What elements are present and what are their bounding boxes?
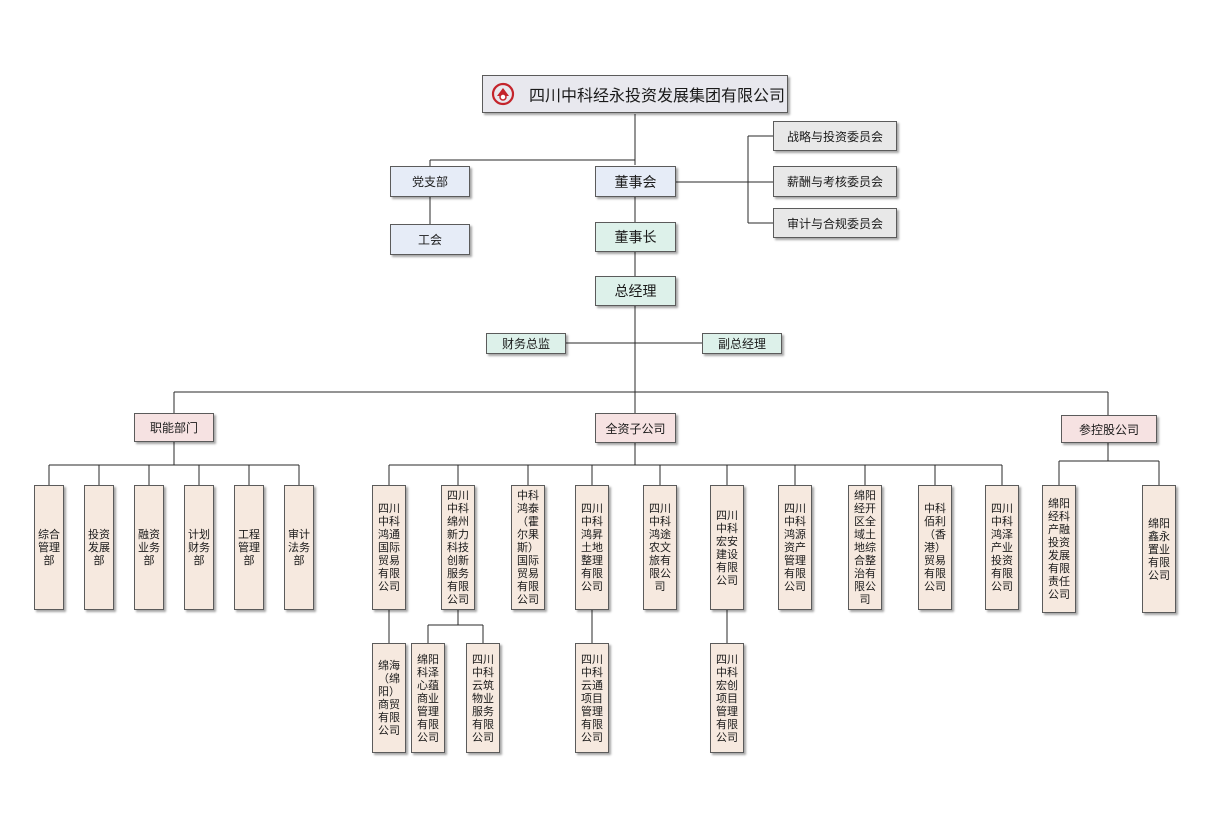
- subsidiary-box: 四川 中科 鸿通 国际 贸易 有限 公司: [372, 485, 406, 610]
- sub-subsidiary-box: 绵海 （绵 阳） 商贸 有限 公司: [372, 643, 406, 753]
- sub-subsidiary-label: 四川 中科 宏创 项目 管理 有限 公司: [716, 652, 738, 744]
- party-branch-box: 党支部: [390, 166, 470, 197]
- company-logo-icon: [491, 82, 515, 106]
- committee-strategy-box: 战略与投资委员会: [773, 121, 897, 151]
- department-box: 计划 财务 部: [184, 485, 214, 610]
- department-label: 综合 管理 部: [38, 528, 60, 567]
- general-manager-box: 总经理: [595, 276, 676, 306]
- subsidiary-label: 中科 鸿泰 （霍 尔果 斯） 国际 贸易 有限 公司: [517, 489, 539, 606]
- subsidiary-label: 绵阳 经开 区全 域土 地综 合整 治有 限公 司: [854, 489, 876, 606]
- subsidiary-label: 四川 中科 宏安 建设 有限 公司: [716, 508, 738, 587]
- subsidiary-box: 中科 鸿泰 （霍 尔果 斯） 国际 贸易 有限 公司: [511, 485, 545, 610]
- committee-label: 审计与合规委员会: [786, 216, 883, 231]
- general-manager-label: 总经理: [614, 284, 657, 300]
- equity-company-label: 绵阳 经科 产融 投资 发展 有限 责任 公司: [1048, 497, 1070, 601]
- sub-subsidiary-label: 绵海 （绵 阳） 商贸 有限 公司: [378, 659, 400, 737]
- department-label: 融资 业务 部: [138, 528, 160, 567]
- sub-subsidiary-label: 绵阳 科泽 心蕴 商业 管理 有限 公司: [417, 652, 439, 744]
- wholly-owned-label: 全资子公司: [605, 421, 666, 436]
- root-company-label: 四川中科经永投资发展集团有限公司: [529, 86, 786, 105]
- functional-departments-label: 职能部门: [149, 421, 198, 435]
- board-box: 董事会: [595, 166, 676, 197]
- vice-gm-box: 副总经理: [702, 333, 782, 354]
- subsidiary-label: 四川 中科 鸿途 农文 旅有 限公 司: [649, 502, 671, 593]
- subsidiary-box: 四川 中科 宏安 建设 有限 公司: [710, 485, 744, 610]
- subsidiary-label: 中科 佰利 （香 港） 贸易 有限 公司: [924, 502, 946, 593]
- sub-subsidiary-box: 四川 中科 云筑 物业 服务 有限 公司: [466, 643, 500, 753]
- board-label: 董事会: [614, 174, 657, 191]
- subsidiary-label: 四川 中科 鸿源 资产 管理 有限 公司: [784, 502, 806, 593]
- vice-gm-label: 副总经理: [717, 337, 766, 351]
- sub-subsidiary-label: 四川 中科 云筑 物业 服务 有限 公司: [472, 652, 494, 744]
- union-label: 工会: [417, 233, 442, 247]
- subsidiary-label: 四川 中科 鸿昇 土地 整理 有限 公司: [581, 502, 603, 593]
- department-label: 投资 发展 部: [88, 528, 110, 567]
- sub-subsidiary-box: 绵阳 科泽 心蕴 商业 管理 有限 公司: [411, 643, 445, 753]
- cfo-box: 财务总监: [486, 333, 566, 354]
- chairman-box: 董事长: [595, 222, 676, 252]
- subsidiary-box: 四川 中科 鸿泽 产业 投资 有限 公司: [985, 485, 1019, 610]
- committee-salary-box: 薪酬与考核委员会: [773, 166, 897, 197]
- department-label: 计划 财务 部: [188, 528, 210, 567]
- equity-company-box: 绵阳 经科 产融 投资 发展 有限 责任 公司: [1042, 485, 1076, 613]
- sub-subsidiary-box: 四川 中科 宏创 项目 管理 有限 公司: [710, 643, 744, 753]
- department-label: 审计 法务 部: [288, 528, 310, 567]
- equity-company-box: 绵阳 鑫永 置业 有限 公司: [1142, 485, 1176, 613]
- root-company: 四川中科经永投资发展集团有限公司: [482, 75, 788, 113]
- committee-audit-box: 审计与合规委员会: [773, 208, 897, 238]
- department-box: 投资 发展 部: [84, 485, 114, 610]
- subsidiary-box: 四川 中科 鸿途 农文 旅有 限公 司: [643, 485, 677, 610]
- department-box: 融资 业务 部: [134, 485, 164, 610]
- subsidiary-label: 四川 中科 鸿通 国际 贸易 有限 公司: [378, 502, 400, 593]
- equity-company-label: 绵阳 鑫永 置业 有限 公司: [1148, 516, 1170, 582]
- subsidiary-label: 四川 中科 鸿泽 产业 投资 有限 公司: [991, 502, 1013, 593]
- department-box: 综合 管理 部: [34, 485, 64, 610]
- wholly-owned-box: 全资子公司: [595, 413, 676, 443]
- functional-departments-box: 职能部门: [134, 413, 214, 442]
- department-box: 工程 管理 部: [234, 485, 264, 610]
- equity-companies-box: 参控股公司: [1061, 415, 1157, 443]
- subsidiary-box: 绵阳 经开 区全 域土 地综 合整 治有 限公 司: [848, 485, 882, 610]
- party-branch-label: 党支部: [411, 175, 448, 189]
- subsidiary-box: 中科 佰利 （香 港） 贸易 有限 公司: [918, 485, 952, 610]
- subsidiary-box: 四川 中科 绵州 新力 科技 创新 服务 有限 公司: [441, 485, 475, 610]
- equity-companies-label: 参控股公司: [1078, 422, 1139, 437]
- subsidiary-label: 四川 中科 绵州 新力 科技 创新 服务 有限 公司: [447, 489, 469, 606]
- sub-subsidiary-box: 四川 中科 云通 项目 管理 有限 公司: [575, 643, 609, 753]
- department-label: 工程 管理 部: [238, 528, 260, 567]
- committee-label: 战略与投资委员会: [786, 129, 883, 144]
- subsidiary-box: 四川 中科 鸿源 资产 管理 有限 公司: [778, 485, 812, 610]
- subsidiary-box: 四川 中科 鸿昇 土地 整理 有限 公司: [575, 485, 609, 610]
- chairman-label: 董事长: [614, 230, 657, 246]
- department-box: 审计 法务 部: [284, 485, 314, 610]
- committee-label: 薪酬与考核委员会: [786, 175, 883, 189]
- cfo-label: 财务总监: [501, 337, 550, 351]
- union-box: 工会: [390, 224, 470, 255]
- sub-subsidiary-label: 四川 中科 云通 项目 管理 有限 公司: [581, 652, 603, 744]
